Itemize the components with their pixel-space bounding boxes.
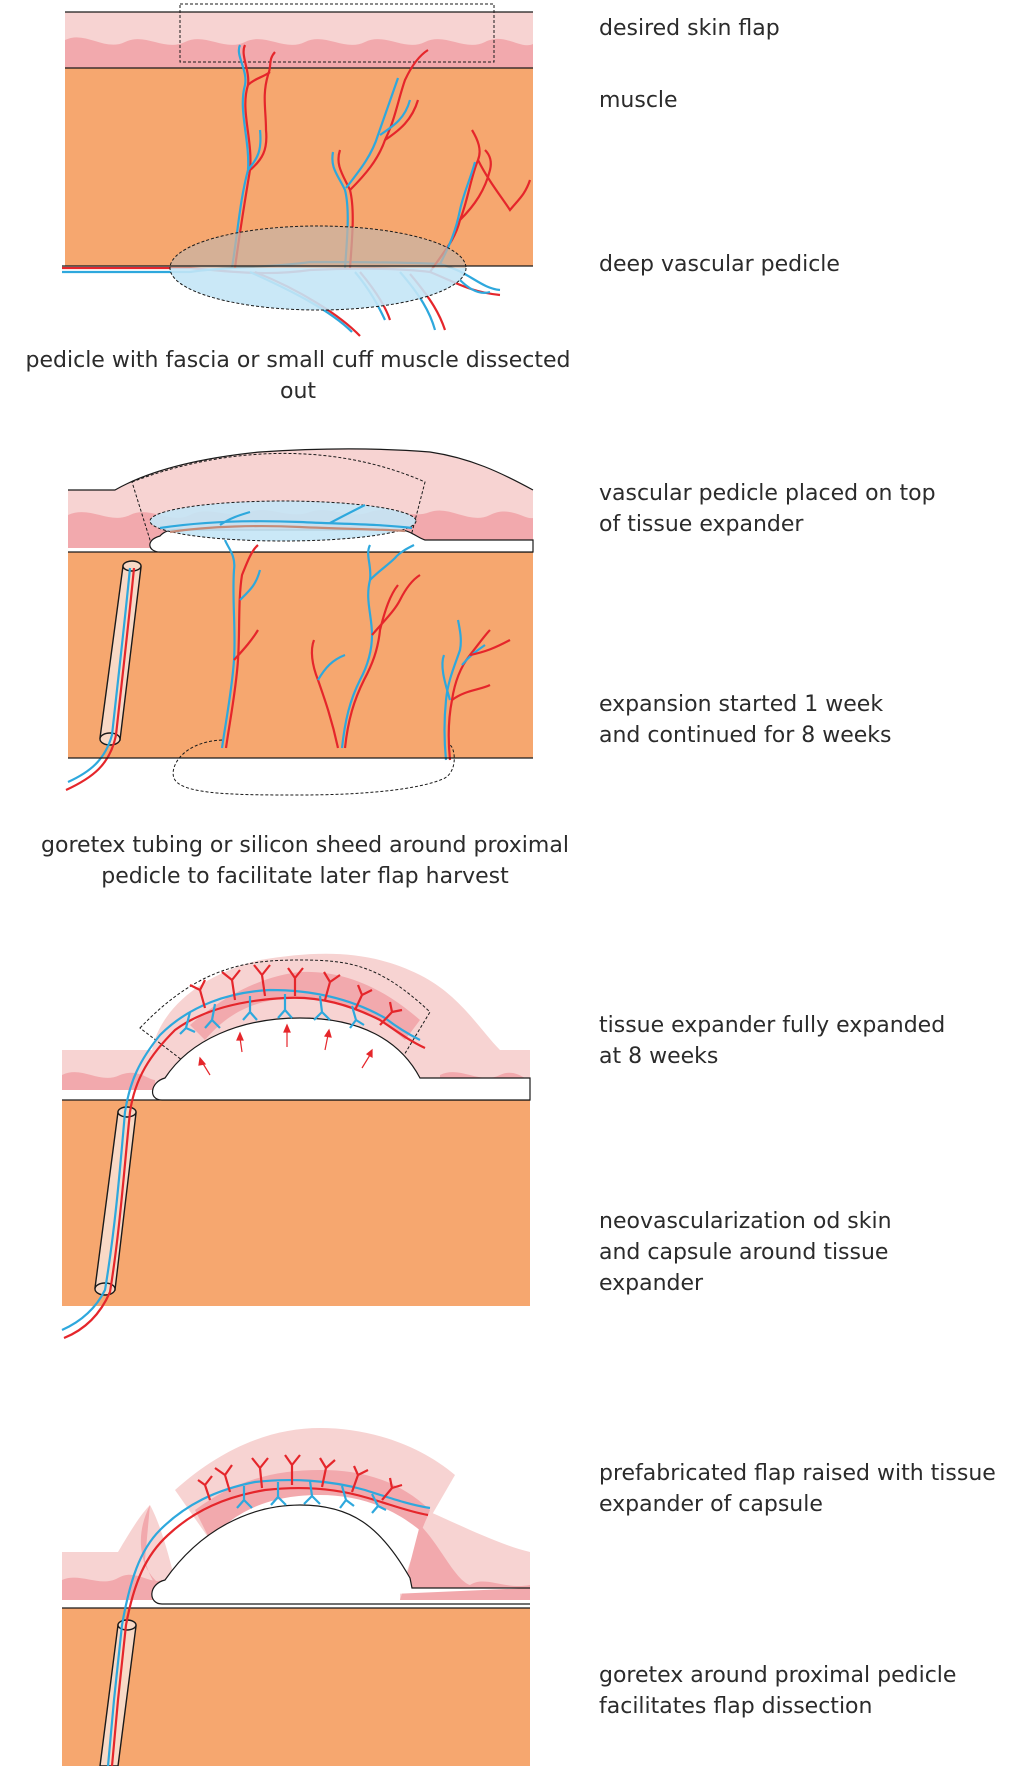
label-goretex-proximal-line-1: goretex around proximal pedicle <box>599 1660 956 1691</box>
stage-2-illustration <box>66 449 533 795</box>
label-neovascularization-line-1: neovascularization od skin <box>599 1206 892 1237</box>
label-expansion-started-line-2: and continued for 8 weeks <box>599 720 892 751</box>
label-neovascularization-line-3: expander <box>599 1268 892 1299</box>
caption-stage-2: goretex tubing or silicon sheed around p… <box>20 830 590 892</box>
caption-stage-2-line-2: pedicle to facilitate later flap harvest <box>20 861 590 892</box>
stage-3-illustration <box>62 954 530 1338</box>
label-prefabricated-flap-line-1: prefabricated flap raised with tissue <box>599 1458 996 1489</box>
label-deep-vascular-pedicle: deep vascular pedicle <box>599 249 840 280</box>
stage-4-illustration <box>62 1428 530 1766</box>
label-pedicle-on-expander: vascular pedicle placed on top of tissue… <box>599 478 936 540</box>
pedicle-ellipse-1 <box>170 226 466 310</box>
label-neovascularization: neovascularization od skin and capsule a… <box>599 1206 892 1299</box>
label-expansion-started-line-1: expansion started 1 week <box>599 689 892 720</box>
label-pedicle-on-expander-line-1: vascular pedicle placed on top <box>599 478 936 509</box>
caption-stage-2-line-1: goretex tubing or silicon sheed around p… <box>20 830 590 861</box>
label-pedicle-on-expander-line-2: of tissue expander <box>599 509 936 540</box>
label-prefabricated-flap: prefabricated flap raised with tissue ex… <box>599 1458 996 1520</box>
label-expander-fully-expanded-line-1: tissue expander fully expanded <box>599 1010 945 1041</box>
label-neovascularization-line-2: and capsule around tissue <box>599 1237 892 1268</box>
label-goretex-proximal-line-2: facilitates flap dissection <box>599 1691 956 1722</box>
label-prefabricated-flap-line-2: expander of capsule <box>599 1489 996 1520</box>
skin-layer-1 <box>65 12 533 68</box>
stage-1-illustration <box>62 4 533 336</box>
label-goretex-proximal: goretex around proximal pedicle facilita… <box>599 1660 956 1722</box>
label-expansion-started: expansion started 1 week and continued f… <box>599 689 892 751</box>
label-expander-fully-expanded-line-2: at 8 weeks <box>599 1041 945 1072</box>
label-desired-skin-flap: desired skin flap <box>599 13 780 44</box>
label-muscle: muscle <box>599 85 678 116</box>
label-expander-fully-expanded: tissue expander fully expanded at 8 week… <box>599 1010 945 1072</box>
caption-stage-1: pedicle with fascia or small cuff muscle… <box>8 345 588 407</box>
